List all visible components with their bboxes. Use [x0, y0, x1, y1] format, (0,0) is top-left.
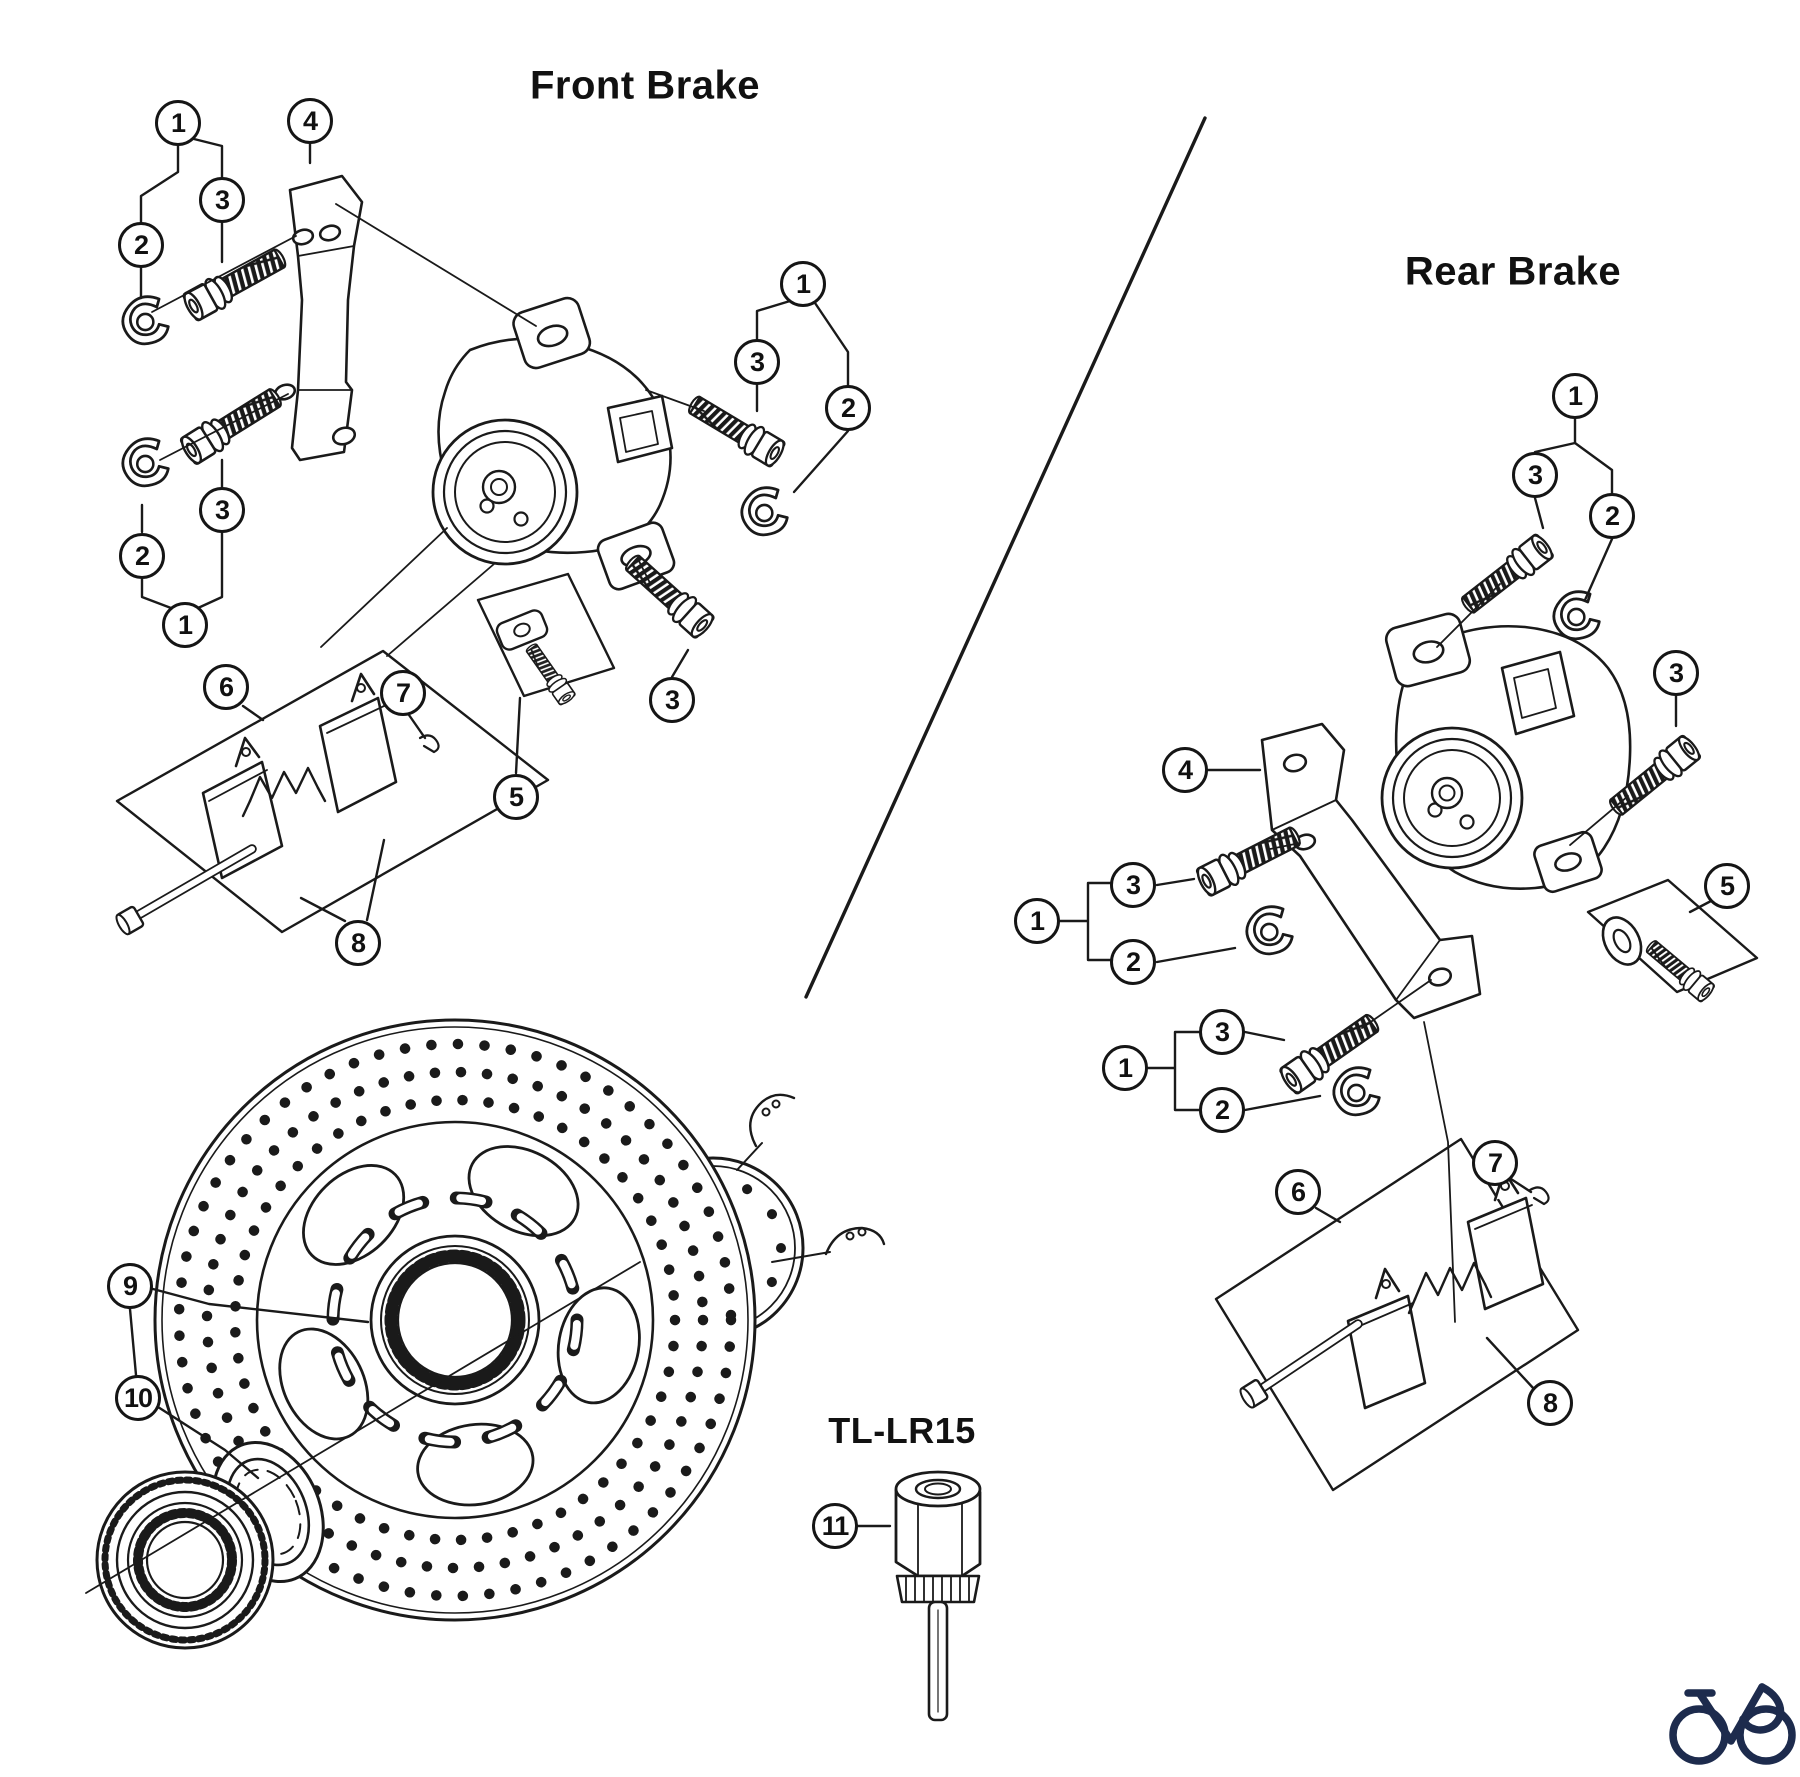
front-brake-pads — [201, 672, 398, 880]
cable-hook-clip — [1245, 905, 1294, 956]
rear-brake-assembly — [1058, 417, 1759, 1492]
rear-brake-title: Rear Brake — [1404, 249, 1622, 294]
spoke-arrow — [824, 1226, 886, 1256]
rear-callout-leaders — [1058, 417, 1713, 1391]
rear-fixing-bolt-box — [1586, 878, 1759, 994]
cable-hook-clip — [740, 486, 789, 537]
cable-hook-clip — [121, 295, 170, 346]
callout-front-3b: 3 — [199, 487, 245, 533]
callout-front-7: 7 — [380, 670, 426, 716]
mount-bolt — [1192, 818, 1307, 900]
callout-rear-3c: 3 — [1199, 1009, 1245, 1055]
callout-rear-8: 8 — [1527, 1380, 1573, 1426]
caliper-bolt — [682, 388, 789, 471]
front-callout-leaders — [139, 137, 850, 923]
front-fixing-plate — [495, 609, 578, 708]
axle-axis-line — [85, 1261, 641, 1594]
rear-brake-pads — [1346, 1169, 1545, 1410]
callout-tool-11: 11 — [812, 1503, 858, 1549]
callout-front-1: 1 — [155, 100, 201, 146]
callout-front-1c: 1 — [780, 261, 826, 307]
mount-bolt — [178, 240, 293, 325]
front-brake-assembly — [115, 137, 850, 936]
front-pad-retainer-pin — [418, 734, 440, 754]
wheel-callout-leaders — [128, 1287, 370, 1480]
mount-bolt — [176, 380, 288, 469]
rear-mount-adapter — [1260, 722, 1482, 1020]
callout-front-2: 2 — [118, 222, 164, 268]
pad-spring — [248, 766, 320, 803]
callout-rear-2b: 2 — [1110, 939, 1156, 985]
front-brake-title: Front Brake — [530, 63, 760, 108]
callout-rear-4: 4 — [1162, 747, 1208, 793]
callout-rear-3b: 3 — [1110, 862, 1156, 908]
caliper-bolt — [1454, 530, 1558, 621]
callout-rear-2: 2 — [1589, 493, 1635, 539]
callout-rear-3d: 3 — [1653, 650, 1699, 696]
rear-pad-retainer-pin — [1528, 1186, 1550, 1206]
logo-wheel-right — [1736, 1705, 1796, 1765]
callout-front-3d: 3 — [649, 677, 695, 723]
callout-front-6: 6 — [203, 664, 249, 710]
cable-hook-clip — [1552, 590, 1601, 641]
front-mount-adapter — [273, 174, 364, 462]
rear-pads-outline-box — [1214, 1137, 1580, 1492]
callout-front-4: 4 — [287, 98, 333, 144]
front-caliper — [431, 296, 676, 591]
callout-front-5: 5 — [493, 774, 539, 820]
callout-front-3c: 3 — [734, 339, 780, 385]
callout-rear-5: 5 — [1704, 863, 1750, 909]
callout-front-1b: 1 — [162, 602, 208, 648]
front-pad-axle-bolt — [115, 844, 257, 936]
callout-rear-1c: 1 — [1102, 1045, 1148, 1091]
wheel-parts — [85, 1018, 886, 1650]
bike-logo — [1669, 1683, 1796, 1765]
rear-fixing-parts — [1601, 916, 1718, 1005]
fixing-screw — [521, 639, 578, 708]
callout-front-2c: 2 — [825, 385, 871, 431]
callout-rear-1: 1 — [1552, 373, 1598, 419]
section-divider-line — [804, 116, 1207, 999]
mount-bolt — [1275, 1006, 1386, 1098]
callout-front-2b: 2 — [119, 533, 165, 579]
callout-rear-1b: 1 — [1014, 898, 1060, 944]
front-fixing-bolt-box — [476, 572, 616, 698]
rear-axis-lines — [1269, 583, 1629, 1323]
front-pads-outline-box — [115, 649, 550, 934]
callout-rear-3: 3 — [1512, 452, 1558, 498]
callout-rotor-9: 9 — [107, 1263, 153, 1309]
cable-hook-clip — [1332, 1066, 1381, 1117]
callout-front-8: 8 — [335, 920, 381, 966]
cable-hook-clip — [121, 437, 170, 488]
callout-rear-6: 6 — [1275, 1169, 1321, 1215]
callout-rotor-10: 10 — [115, 1375, 161, 1421]
front-axis-lines — [151, 203, 705, 657]
rear-caliper — [1380, 612, 1632, 894]
pad-spring — [1413, 1261, 1487, 1301]
callout-front-3: 3 — [199, 177, 245, 223]
callout-rear-2c: 2 — [1199, 1087, 1245, 1133]
spoke-arrow — [749, 1093, 796, 1148]
tl-lr15-tool — [856, 1470, 982, 1722]
callout-rear-7: 7 — [1472, 1140, 1518, 1186]
rear-pad-axle-bolt — [1239, 1319, 1363, 1409]
lock-ring — [95, 1470, 275, 1650]
tool-label: TL-LR15 — [828, 1410, 976, 1451]
